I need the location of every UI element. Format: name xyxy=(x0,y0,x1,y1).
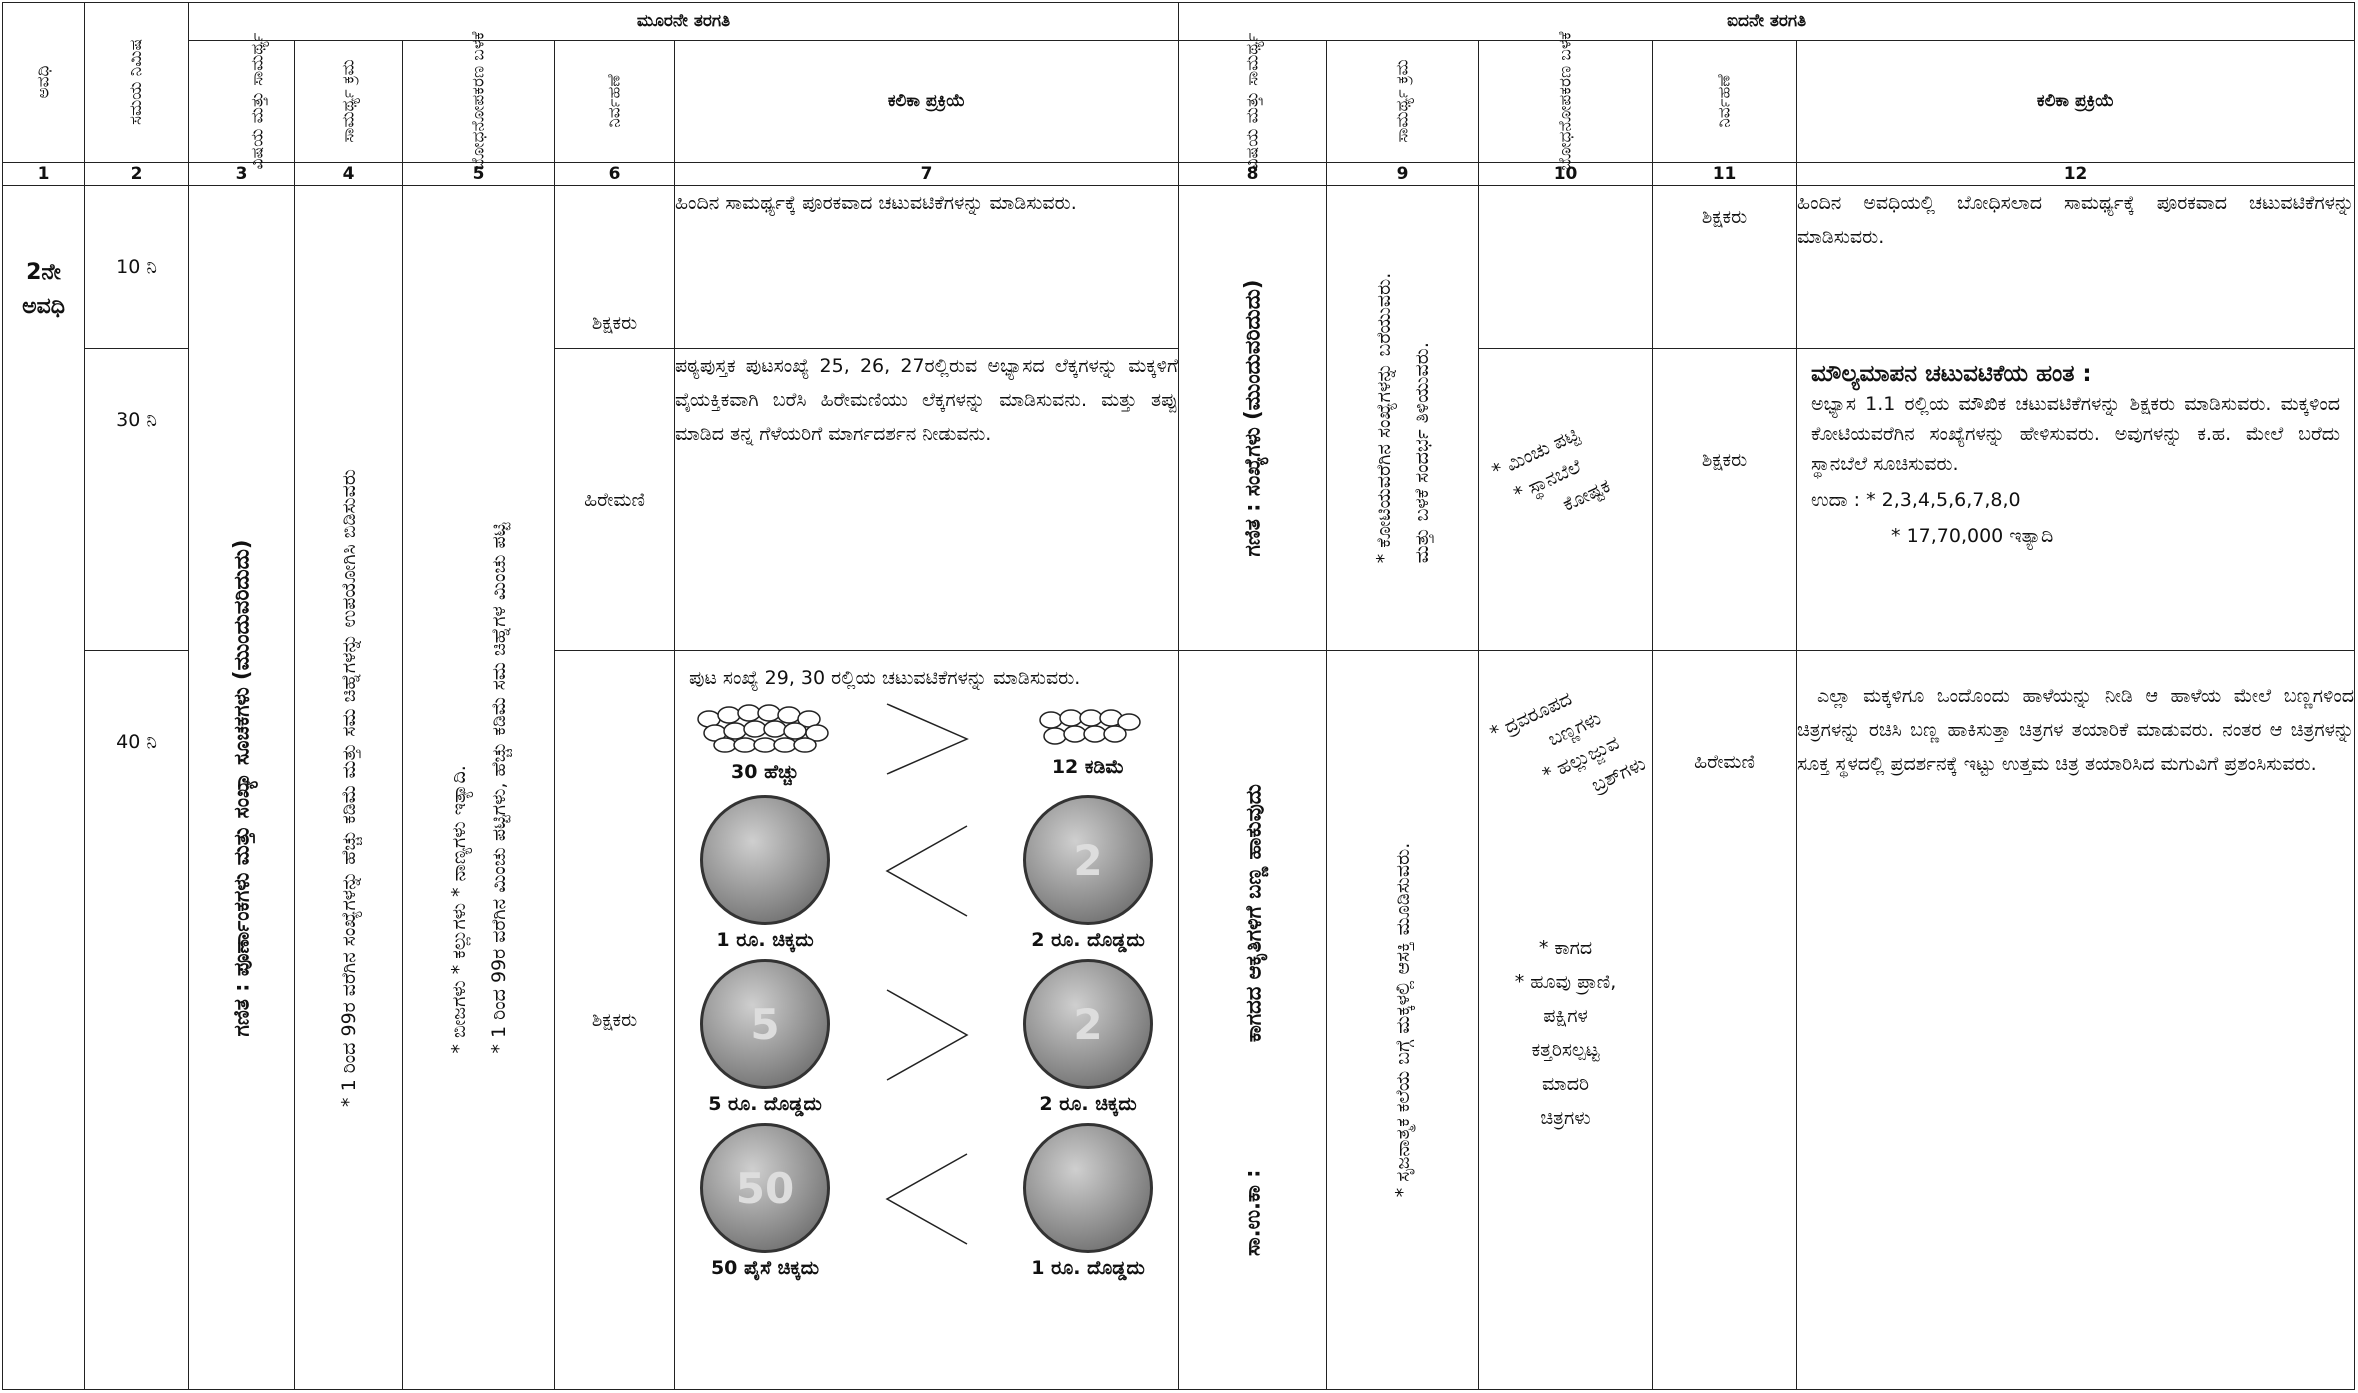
header-c9: ಸಾಮರ್ಥ್ಯ ಕ್ರಮ xyxy=(1326,39,1480,163)
subject-title: ಕಾಗದದ ಆಕೃತಿಗಳಿಗೆ ಬಣ್ಣ ಹಾಕುವುದು xyxy=(1241,784,1266,1043)
compare-right-label: 2 ರೂ. ದೊಡ್ಡದು xyxy=(1031,929,1145,952)
class5-competency-b: * ಸೃಜನಾತ್ಮಕ ಕಲೆಯ ಬಗ್ಗೆ ಮಕ್ಕಳಲ್ಲಿ ಆಸಕ್ತಿ … xyxy=(1326,650,1480,1390)
subject-prefix: ಸಾ.ಉ.ಕಾ : xyxy=(1240,1169,1265,1257)
col-num: 7 xyxy=(673,161,1180,187)
class3-mgmt-3: ಶಿಕ್ಷಕರು xyxy=(554,650,675,1390)
less-than-sign xyxy=(877,816,977,930)
eval-title: ಮೌಲ್ಯಮಾಪನ ಚಟುವಟಿಕೆಯ ಹಂತ : xyxy=(1811,361,2092,388)
eval-example: * 17,70,000 ಇತ್ಯಾದಿ xyxy=(1891,525,2054,548)
materials-line: * 1 ರಿಂದ 99ರ ವರೆಗಿನ ಮಿಂಚು ಪಟ್ಟಿಗಳು, ಹೆಚ್… xyxy=(487,522,510,1054)
col-num: 10 xyxy=(1478,161,1654,187)
class3-mgmt-1: ಶಿಕ್ಷಕರು xyxy=(554,185,675,350)
competency-line: ಮತ್ತು ಬಳಕೆ ಸಂದರ್ಭ ತಿಳಿಯುವರು. xyxy=(1410,342,1433,564)
coin-1-rupee-icon: 1 xyxy=(700,795,830,926)
material-item: ಚಿತ್ರಗಳು xyxy=(1540,1107,1591,1130)
beans-12-icon xyxy=(1039,709,1141,745)
material-item: ಕತ್ತರಿಸಲ್ಪಟ್ಟ xyxy=(1531,1039,1600,1062)
eval-text: ಅಭ್ಯಾಸ 1.1 ರಲ್ಲಿಯ ಮೌಖಿಕ ಚಟುವಟಿಕೆಗಳನ್ನು ಶ… xyxy=(1811,393,2341,476)
header-c12: ಕಲಿಕಾ ಪ್ರಕ್ರಿಯೆ xyxy=(1796,39,2356,163)
col-num: 1 xyxy=(2,161,85,187)
process-text: ಪುಟ ಸಂಖ್ಯೆ 29, 30 ರಲ್ಲಿಯ ಚಟುವಟಿಕೆಗಳನ್ನು … xyxy=(689,667,1081,690)
column-number-row: 1 2 3 4 5 6 7 8 9 10 11 12 xyxy=(2,161,2356,187)
class3-process-2: ಪಠ್ಯಪುಸ್ತಕ ಪುಟಸಂಖ್ಯೆ 25, 26, 27ರಲ್ಲಿರುವ … xyxy=(673,348,1180,652)
class5-process-3: ಎಲ್ಲಾ ಮಕ್ಕಳಿಗೂ ಒಂದೊಂದು ಹಾಳೆಯನ್ನು ನೀಡಿ ಆ … xyxy=(1796,650,2356,1390)
coin-50-paise-icon: 50 xyxy=(700,1123,830,1254)
eval-example: ಉದಾ : * 2,3,4,5,6,7,8,0 xyxy=(1811,489,2021,512)
competency-line: * ಕೋಟಿಯವರೆಗಿನ ಸಂಖ್ಯೆಗಳನ್ನು ಬರೆಯುವರು. xyxy=(1372,273,1395,564)
greater-than-sign xyxy=(877,699,977,783)
beans-30-icon xyxy=(697,704,829,753)
class3-mgmt-2: ಹಿರೇಮಣಿ xyxy=(554,348,675,652)
class5-competency-a: * ಕೋಟಿಯವರೆಗಿನ ಸಂಖ್ಯೆಗಳನ್ನು ಬರೆಯುವರು. ಮತ್… xyxy=(1326,185,1480,652)
header-c6: ನಿರ್ವಹಣೆ xyxy=(554,39,675,163)
header-class5: ಐದನೇ ತರಗತಿ xyxy=(1178,2,2356,41)
header-samaya: ಸಮಯ ನಿಮಿಷ xyxy=(84,2,189,163)
compare-row-coins-1: 1 1 ರೂ. ಚಿಕ್ಕದು 2 2 ರೂ. ದೊಡ್ಡದು xyxy=(675,795,1178,951)
class3-materials: * ಬೀಜಗಳು * ಕಲ್ಲುಗಳು * ನಾಣ್ಯಗಳು ಇತ್ಯಾದಿ. … xyxy=(402,185,555,1390)
col-num: 8 xyxy=(1178,161,1328,187)
compare-right-label: 2 ರೂ. ಚಿಕ್ಕದು xyxy=(1039,1093,1137,1116)
material-item: ಮಾದರಿ xyxy=(1541,1073,1590,1096)
materials-line: * ಬೀಜಗಳು * ಕಲ್ಲುಗಳು * ನಾಣ್ಯಗಳು ಇತ್ಯಾದಿ. xyxy=(447,764,470,1054)
compare-row-coins-2: 5 5 ರೂ. ದೊಡ್ಡದು 2 2 ರೂ. ಚಿಕ್ಕದು xyxy=(675,959,1178,1115)
header-c4: ಸಾಮರ್ಥ್ಯ ಕ್ರಮ xyxy=(294,39,403,163)
compare-left-label: 1 ರೂ. ಚಿಕ್ಕದು xyxy=(716,929,814,952)
compare-right-label: 12 ಕಡಿಮೆ xyxy=(1051,756,1125,779)
col-num: 11 xyxy=(1652,161,1798,187)
class3-competency: * 1 ರಿಂದ 99ರ ವರೆಗಿನ ಸಂಖ್ಯೆಗಳನ್ನು ಹೆಚ್ಚು … xyxy=(294,185,403,1390)
header-c10: ಬೋಧನೋಪಕರಣ ಬಳಕೆ xyxy=(1478,32,1654,171)
class5-subject-b: ಸಾ.ಉ.ಕಾ : ಕಾಗದದ ಆಕೃತಿಗಳಿಗೆ ಬಣ್ಣ ಹಾಕುವುದು xyxy=(1178,650,1328,1390)
col-num: 5 xyxy=(402,161,555,187)
material-item: * ಹೂವು ಪ್ರಾಣಿ, xyxy=(1514,971,1617,994)
class5-subject-a: ಗಣಿತ : ಸಂಖ್ಯೆಗಳು (ಮುಂದುವರಿದುದು) xyxy=(1178,185,1328,652)
coin-2-rupee-icon: 2 xyxy=(1023,959,1154,1090)
greater-than-sign xyxy=(877,980,977,1094)
class5-eval: ಮೌಲ್ಯಮಾಪನ ಚಟುವಟಿಕೆಯ ಹಂತ : ಅಭ್ಯಾಸ 1.1 ರಲ್… xyxy=(1796,348,2356,652)
col-num: 4 xyxy=(294,161,403,187)
compare-row-coins-3: 50 50 ಪೈಸೆ ಚಿಕ್ಕದು 1 1 ರೂ. ದೊಡ್ಡದು xyxy=(675,1123,1178,1279)
class5-mgmt-3: ಹಿರೇಮಣಿ xyxy=(1652,650,1798,1390)
class5-mgmt-1: ಶಿಕ್ಷಕರು xyxy=(1652,185,1798,350)
compare-left-label: 50 ಪೈಸೆ ಚಿಕ್ಕದು xyxy=(710,1257,820,1280)
compare-left-label: 5 ರೂ. ದೊಡ್ಡದು xyxy=(708,1093,822,1116)
class5-process-1: ಹಿಂದಿನ ಅವಧಿಯಲ್ಲಿ ಬೋಧಿಸಲಾದ ಸಾಮರ್ಥ್ಯಕ್ಕೆ ಪ… xyxy=(1796,185,2356,350)
header-c7: ಕಲಿಕಾ ಪ್ರಕ್ರಿಯೆ xyxy=(673,39,1180,163)
col-num: 2 xyxy=(84,161,189,187)
compare-right-label: 1 ರೂ. ದೊಡ್ಡದು xyxy=(1031,1257,1145,1280)
col-num: 3 xyxy=(188,161,295,187)
coin-1-rupee-icon: 1 xyxy=(1023,1123,1154,1254)
material-item: * ಕಾಗದ xyxy=(1538,937,1593,960)
header-c3: ವಿಷಯ ಮತ್ತು ಸಾಮರ್ಥ್ಯ xyxy=(188,33,295,170)
class5-materials-a: * ಮಿಂಚು ಪಟ್ಟಿ * ಸ್ಥಾನಬೆಲೆ ಕೋಷ್ಟಕ xyxy=(1478,348,1654,652)
compare-row-beans: 30 ಹೆಚ್ಚು 12 ಕಡಿಮೆ xyxy=(675,695,1178,787)
compare-left-label: 30 ಹೆಚ್ಚು xyxy=(731,761,799,784)
col-num: 9 xyxy=(1326,161,1480,187)
col-num: 12 xyxy=(1796,161,2356,187)
class5-materials-empty xyxy=(1478,185,1654,350)
class3-subject: ಗಣಿತ : ಪೂರ್ಣಾಂಕಗಳು ಮತ್ತು ಸಂಖ್ಯಾ ಸೂಚಕಗಳು … xyxy=(188,185,295,1390)
period-cell: 2ನೇ ಅವಧಿ xyxy=(2,185,85,1390)
class5-mgmt-2: ಶಿಕ್ಷಕರು xyxy=(1652,348,1798,652)
header-c8: ವಿಷಯ ಮತ್ತು ಸಾಮರ್ಥ್ಯ xyxy=(1178,33,1328,170)
col-num: 6 xyxy=(554,161,675,187)
header-class3: ಮೂರನೇ ತರಗತಿ xyxy=(187,2,1180,41)
class3-process-3: ಪುಟ ಸಂಖ್ಯೆ 29, 30 ರಲ್ಲಿಯ ಚಟುವಟಿಕೆಗಳನ್ನು … xyxy=(673,650,1180,1390)
header-c5: ಬೋಧನೋಪಕರಣ ಬಳಕೆ xyxy=(402,32,555,171)
class5-materials-b: * ದ್ರವರೂಪದ ಬಣ್ಣಗಳು * ಹಲ್ಲುಜ್ಜುವ ಬ್ರಶ್‌ಗಳ… xyxy=(1478,650,1654,1390)
less-than-sign xyxy=(877,1144,977,1258)
time-40: 40 ನಿ xyxy=(84,650,189,1390)
coin-2-rupee-icon: 2 xyxy=(1023,795,1154,926)
header-c11: ನಿರ್ವಹಣೆ xyxy=(1652,39,1798,163)
material-item: ಪಕ್ಷಿಗಳ xyxy=(1543,1005,1588,1028)
time-30: 30 ನಿ xyxy=(84,348,189,652)
header-avadhi: ಅವಧಿ xyxy=(2,2,85,163)
coin-5-rupee-icon: 5 xyxy=(700,959,830,1090)
time-10: 10 ನಿ xyxy=(84,185,189,350)
class3-process-1: ಹಿಂದಿನ ಸಾಮರ್ಥ್ಯಕ್ಕೆ ಪೂರಕವಾದ ಚಟುವಟಿಕೆಗಳನ್… xyxy=(673,185,1180,350)
